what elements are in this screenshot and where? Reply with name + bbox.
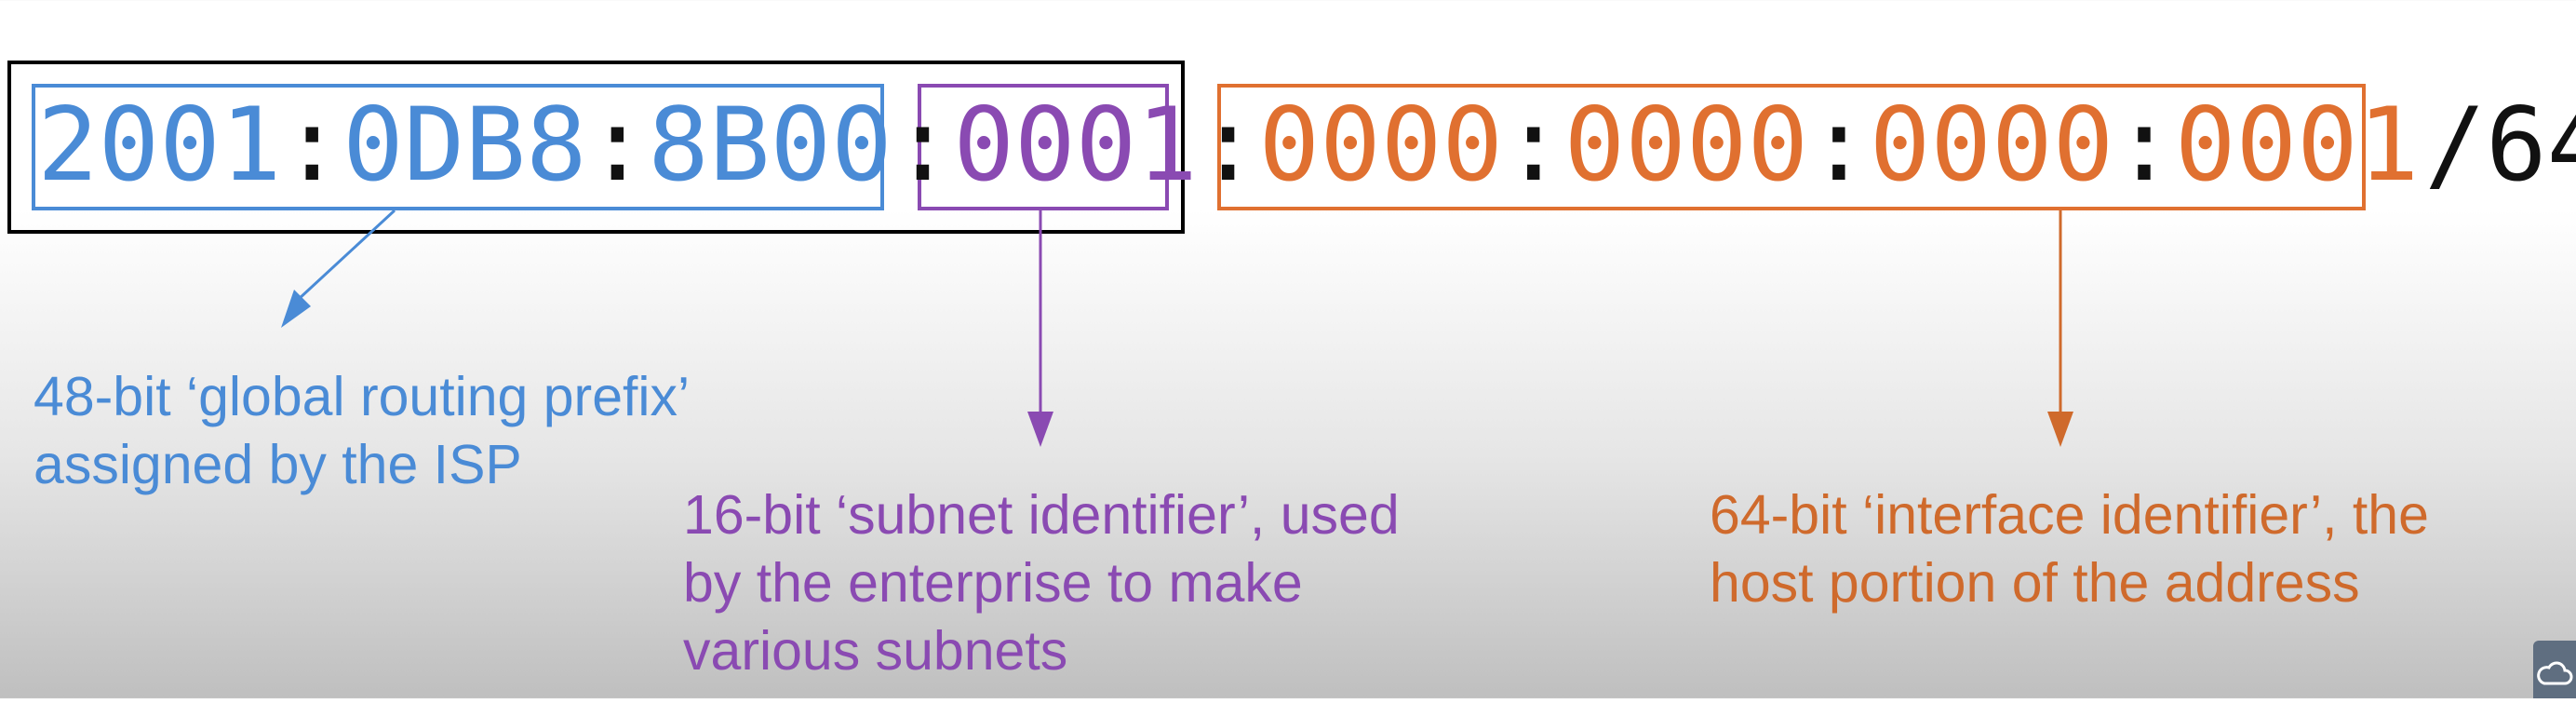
- global-group-1: 2001: [37, 86, 282, 204]
- separator: :: [282, 86, 343, 204]
- global-group-3: 8B00: [648, 86, 892, 204]
- global-prefix-label: 48-bit ‘global routing prefix’ assigned …: [34, 363, 690, 499]
- separator: :: [1808, 86, 1870, 204]
- interface-id-label-line-1: 64-bit ‘interface identifier’, the: [1710, 484, 2429, 546]
- subnet-id-label-line-3: various subnets: [683, 620, 1068, 682]
- network-prefix-box: [7, 61, 1185, 234]
- subnet-group: 0001: [953, 86, 1198, 204]
- separator: :: [892, 86, 954, 204]
- subnet-id-arrow: [1027, 210, 1053, 447]
- interface-id-label: 64-bit ‘interface identifier’, the host …: [1710, 481, 2429, 617]
- global-prefix-label-line-2: assigned by the ISP: [34, 434, 522, 495]
- interface-group-1: 0000: [1259, 86, 1504, 204]
- global-prefix-arrow: [281, 209, 396, 328]
- interface-id-box: [1217, 84, 2366, 210]
- subnet-id-label-line-1: 16-bit ‘subnet identifier’, used: [683, 484, 1400, 546]
- interface-group-3: 0000: [1870, 86, 2114, 204]
- subnet-id-box: [918, 84, 1169, 210]
- global-prefix-label-line-1: 48-bit ‘global routing prefix’: [34, 366, 691, 427]
- cloud-icon: [2537, 661, 2573, 685]
- prefix-length: /64: [2424, 86, 2576, 204]
- subnet-id-label: 16-bit ‘subnet identifier’, used by the …: [683, 481, 1400, 685]
- global-group-2: 0DB8: [342, 86, 587, 204]
- separator: :: [587, 86, 649, 204]
- separator: :: [2113, 86, 2175, 204]
- separator: :: [1503, 86, 1564, 204]
- ipv6-address: 2001:0DB8:8B00:0001:0000:0000:0000:0001/…: [37, 86, 2576, 204]
- logo-badge: [2533, 641, 2576, 698]
- interface-group-4: 0001: [2175, 86, 2420, 204]
- interface-id-arrow: [2047, 210, 2073, 447]
- subnet-id-label-line-2: by the enterprise to make: [683, 552, 1303, 614]
- global-prefix-box: [32, 84, 884, 210]
- interface-id-label-line-2: host portion of the address: [1710, 552, 2360, 614]
- separator: :: [1198, 86, 1259, 204]
- interface-group-2: 0000: [1564, 86, 1809, 204]
